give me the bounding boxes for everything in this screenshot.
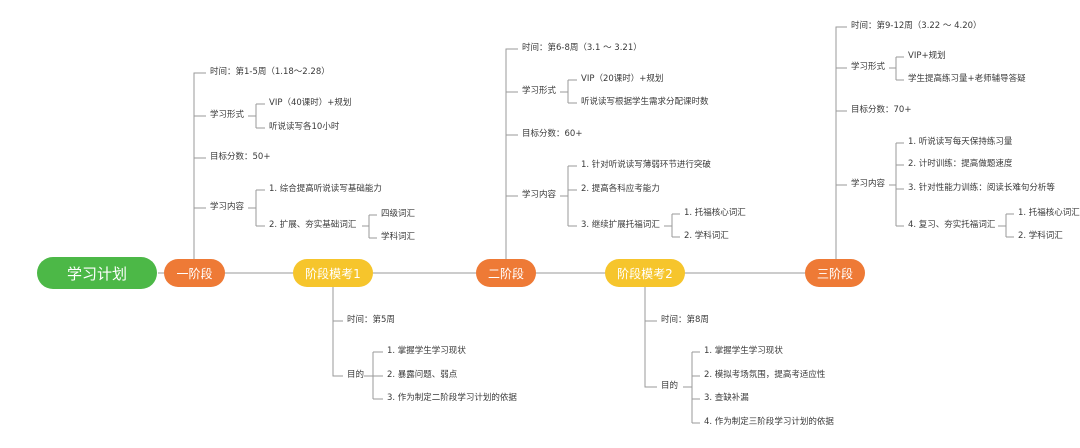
stage3-time: 时间：第9-12周（3.22 ～ 4.20） [851, 21, 982, 31]
stage3-content-item: 2. 计时训练：提高做题速度 [908, 159, 1013, 169]
stage1-form-label: 学习形式 [210, 110, 245, 120]
stage1-vocab-item: 学科词汇 [381, 232, 416, 242]
stage3-form-label: 学习形式 [851, 62, 886, 72]
mock2-time: 时间：第8周 [661, 315, 709, 325]
mock1-goal-item: 3. 作为制定二阶段学习计划的依据 [387, 393, 517, 403]
mock1-node[interactable]: 阶段模考1 [293, 259, 373, 287]
stage3-vocab-item: 1. 托福核心词汇 [1018, 208, 1080, 218]
stage3-form-item: 学生提高练习量+老师辅导答疑 [908, 74, 1026, 84]
stage2-form-item: 听说读写根据学生需求分配课时数 [581, 97, 709, 107]
stage1-vocab-item: 四级词汇 [381, 209, 416, 219]
stage1-time: 时间：第1-5周（1.18～2.28） [210, 67, 330, 77]
stage2-content-item: 3. 继续扩展托福词汇 [581, 220, 660, 230]
stage2-form-item: VIP（20课时）+规划 [581, 74, 664, 84]
stage2-content-item: 2. 提高各科应考能力 [581, 184, 660, 194]
mock1-goal-label: 目的 [347, 370, 365, 380]
mock2-goal-item: 4. 作为制定三阶段学习计划的依据 [704, 417, 834, 427]
stage3-target: 目标分数：70+ [851, 105, 912, 115]
stage1-target: 目标分数：50+ [210, 152, 271, 162]
stage3-content-item: 1. 听说读写每天保持练习量 [908, 137, 1013, 147]
stage3-form-item: VIP+规划 [908, 51, 946, 61]
stage3-vocab-item: 2. 学科词汇 [1018, 231, 1063, 241]
stage1-node[interactable]: 一阶段 [164, 259, 225, 287]
stage2-time: 时间：第6-8周（3.1 ～ 3.21） [522, 43, 642, 53]
mock2-goal-item: 1. 掌握学生学习现状 [704, 346, 783, 356]
stage3-node[interactable]: 三阶段 [805, 259, 865, 287]
stage1-form-item: VIP（40课时）+规划 [269, 98, 352, 108]
stage2-vocab-item: 2. 学科词汇 [684, 231, 729, 241]
mock1-goal-item: 2. 暴露问题、弱点 [387, 370, 458, 380]
stage1-content-item: 2. 扩展、夯实基础词汇 [269, 220, 357, 230]
mock2-goal-item: 2. 模拟考场氛围，提高考适应性 [704, 370, 826, 380]
stage2-target: 目标分数：60+ [522, 129, 583, 139]
stage2-vocab-item: 1. 托福核心词汇 [684, 208, 746, 218]
stage3-content-item: 3. 针对性能力训练：阅读长难句分析等 [908, 183, 1055, 193]
mock1-goal-item: 1. 掌握学生学习现状 [387, 346, 466, 356]
mock2-goal-item: 3. 查缺补漏 [704, 393, 749, 403]
stage1-content-label: 学习内容 [210, 202, 245, 212]
mock1-time: 时间：第5周 [347, 315, 395, 325]
stage2-content-item: 1. 针对听说读写薄弱环节进行突破 [581, 160, 711, 170]
stage3-content-item: 4. 复习、夯实托福词汇 [908, 220, 996, 230]
root-node[interactable]: 学习计划 [37, 257, 157, 289]
stage3-content-label: 学习内容 [851, 179, 886, 189]
mock2-node[interactable]: 阶段模考2 [605, 259, 685, 287]
mock2-goal-label: 目的 [661, 381, 679, 391]
stage1-form-item: 听说读写各10小时 [269, 122, 340, 132]
stage1-content-item: 1. 综合提高听说读写基础能力 [269, 184, 382, 194]
stage2-node[interactable]: 二阶段 [476, 259, 536, 287]
stage2-content-label: 学习内容 [522, 190, 557, 200]
stage2-form-label: 学习形式 [522, 86, 557, 96]
